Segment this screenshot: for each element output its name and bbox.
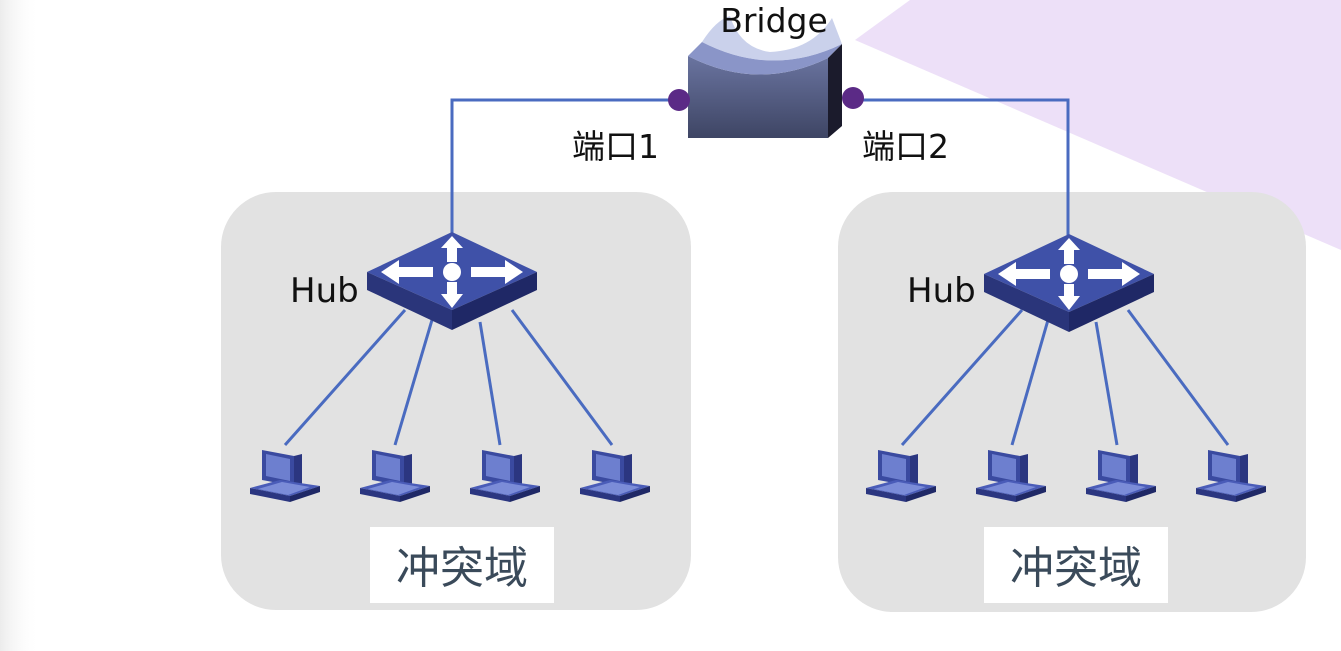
- host-link: [283, 309, 407, 446]
- port-2-label: 端口2: [862, 127, 949, 166]
- hub-label: Hub: [907, 271, 976, 311]
- uplink-port-1: [450, 98, 678, 235]
- host-link: [900, 309, 1024, 446]
- segment-1: Hub 冲突域: [250, 232, 650, 603]
- segment-2: Hub 冲突域: [866, 234, 1266, 603]
- collision-domain-panel-2: [838, 192, 1306, 612]
- host-link: [510, 309, 614, 446]
- port-2-dot: [842, 87, 864, 109]
- bridge-label: Bridge: [720, 1, 828, 40]
- domain-label-box: [984, 527, 1168, 603]
- host-link: [393, 319, 434, 446]
- collision-domain-panel-1: [221, 192, 691, 610]
- accent-tint: [855, 0, 1341, 250]
- bridge-icon: [688, 16, 842, 138]
- collision-domain-label: 冲突域: [1010, 543, 1142, 594]
- host-link: [1126, 309, 1230, 446]
- host-link: [1010, 319, 1050, 446]
- port-1-label: 端口1: [572, 127, 659, 166]
- domain-label-box: [370, 527, 554, 603]
- port-1-dot: [668, 89, 690, 111]
- collision-domain-label: 冲突域: [396, 543, 528, 594]
- left-shade: [0, 0, 40, 651]
- hub-label: Hub: [290, 271, 359, 311]
- host-link: [1094, 321, 1119, 446]
- host-link: [478, 321, 502, 446]
- uplink-port-2: [853, 98, 1070, 235]
